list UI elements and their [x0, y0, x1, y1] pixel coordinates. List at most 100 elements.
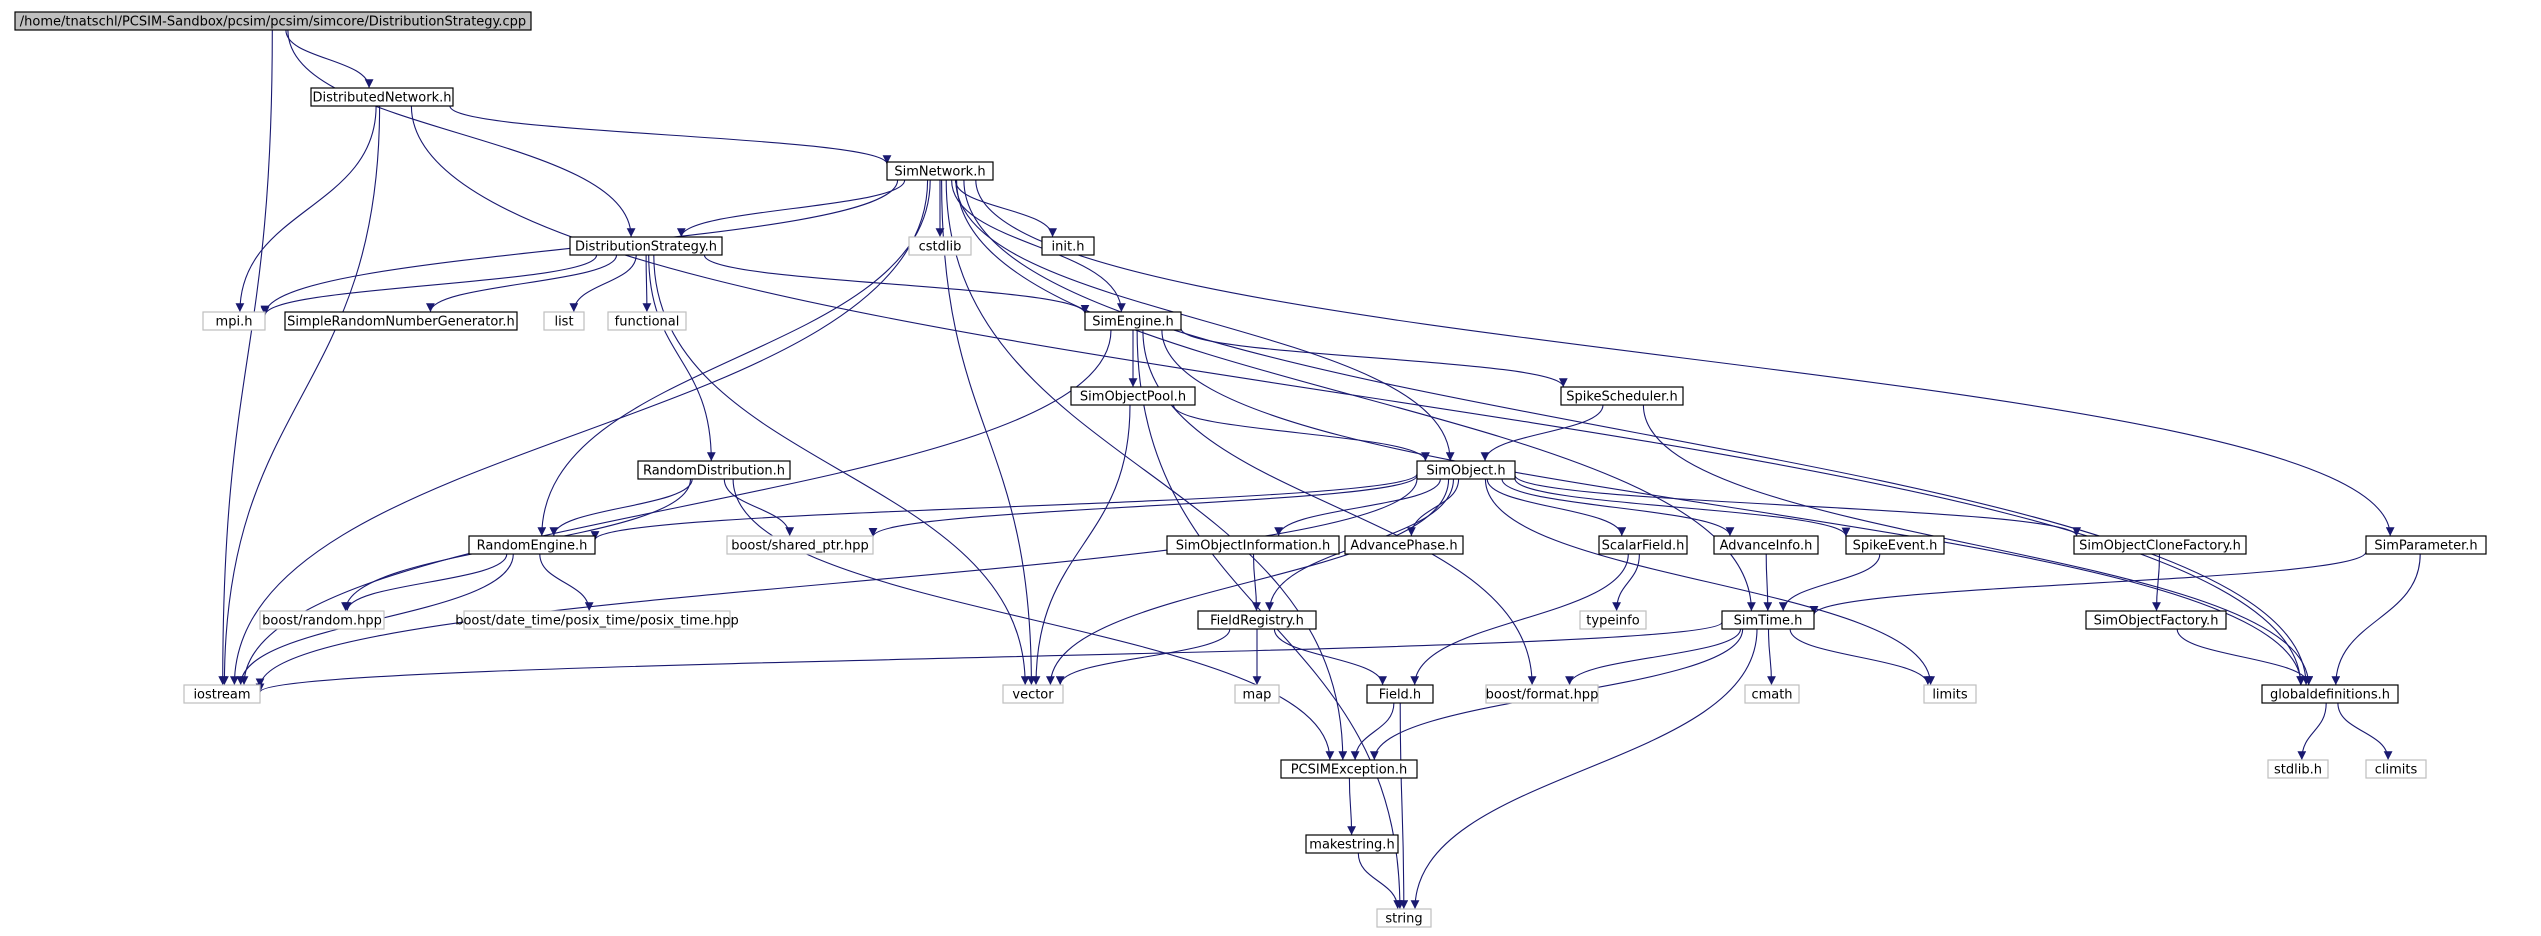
node-fieldregistry[interactable]: FieldRegistry.h [1197, 610, 1317, 630]
node-label-globaldefinitions: globaldefinitions.h [2270, 688, 2390, 703]
node-box-simtime [1721, 610, 1815, 630]
node-posixtime[interactable]: boost/date_time/posix_time/posix_time.hp… [455, 610, 739, 630]
node-stdlib[interactable]: stdlib.h [2267, 759, 2329, 779]
node-box-posixtime [463, 610, 731, 630]
node-label-simobjectfactory: SimObjectFactory.h [2094, 614, 2219, 629]
edge-spikescheduler-to-globaldefinitions [1642, 404, 2313, 686]
edge-simtime-to-boostformat [1565, 628, 1742, 686]
edge-scalarfield-to-field [1410, 553, 1629, 686]
edge-simobject-to-advancephase [1407, 478, 1460, 537]
node-field[interactable]: Field.h [1366, 684, 1434, 704]
node-box-map [1234, 684, 1280, 704]
node-label-boostformat: boost/format.hpp [1486, 688, 1599, 703]
edge-simnetwork-to-vector [941, 179, 1036, 686]
edge-simnetwork-to-randomengine [537, 179, 931, 537]
node-box-distributednetwork [310, 87, 454, 107]
node-randomdistribution[interactable]: RandomDistribution.h [637, 460, 791, 480]
edge-randomengine-to-posixtime [539, 553, 594, 612]
node-spikeevent[interactable]: SpikeEvent.h [1845, 535, 1945, 555]
node-label-fieldregistry: FieldRegistry.h [1210, 614, 1304, 629]
node-climits[interactable]: climits [2365, 759, 2427, 779]
node-box-boostrandom [259, 610, 385, 630]
node-distributionstrategy[interactable]: DistributionStrategy.h [569, 236, 723, 256]
node-map[interactable]: map [1234, 684, 1280, 704]
node-distributednetwork[interactable]: DistributedNetwork.h [310, 87, 454, 107]
node-boostrandom[interactable]: boost/random.hpp [259, 610, 385, 630]
node-label-sharedptr: boost/shared_ptr.hpp [731, 539, 869, 554]
node-label-map: map [1243, 688, 1272, 703]
edge-simparameter-to-simtime [1809, 551, 2367, 616]
node-mpi[interactable]: mpi.h [202, 311, 266, 331]
node-root[interactable]: /home/tnatschl/PCSIM-Sandbox/pcsim/pcsim… [14, 11, 532, 31]
node-simobjectinformation[interactable]: SimObjectInformation.h [1166, 535, 1340, 555]
node-functional[interactable]: functional [607, 311, 687, 331]
node-box-functional [607, 311, 687, 331]
node-label-list: list [554, 315, 573, 330]
node-simtime[interactable]: SimTime.h [1721, 610, 1815, 630]
node-sharedptr[interactable]: boost/shared_ptr.hpp [726, 535, 874, 555]
node-simobject[interactable]: SimObject.h [1416, 460, 1516, 480]
node-simobjectclonefactory[interactable]: SimObjectCloneFactory.h [2073, 535, 2247, 555]
edge-field-to-pcsimexception [1350, 702, 1395, 761]
node-vector[interactable]: vector [1002, 684, 1064, 704]
node-scalarfield[interactable]: ScalarField.h [1598, 535, 1688, 555]
edge-simobject-to-spikeevent [1514, 478, 1851, 537]
node-boostformat[interactable]: boost/format.hpp [1485, 684, 1599, 704]
node-simparameter[interactable]: SimParameter.h [2365, 535, 2487, 555]
edge-simobject-to-limits [1484, 478, 1935, 686]
node-typeinfo[interactable]: typeinfo [1579, 610, 1647, 630]
edge-advanceinfo-to-simtime [1763, 553, 1773, 612]
edge-scalarfield-to-typeinfo [1612, 553, 1640, 612]
edge-simnetwork-to-simtime [956, 179, 1756, 612]
node-cmath[interactable]: cmath [1744, 684, 1800, 704]
edge-distributednetwork-to-mpi [235, 105, 377, 313]
node-label-simobject: SimObject.h [1426, 464, 1505, 479]
node-label-simobjectpool: SimObjectPool.h [1080, 390, 1186, 405]
node-box-simengine [1084, 311, 1182, 331]
node-box-simobject [1416, 460, 1516, 480]
node-box-spikeevent [1845, 535, 1945, 555]
edge-simnetwork-to-iostream [230, 179, 929, 686]
node-label-boostrandom: boost/random.hpp [262, 614, 382, 629]
edge-distributednetwork-to-simnetwork [449, 105, 892, 165]
node-advanceinfo[interactable]: AdvanceInfo.h [1713, 535, 1819, 555]
node-list[interactable]: list [543, 311, 585, 331]
edge-simobject-to-advanceinfo [1501, 478, 1735, 537]
node-iostream[interactable]: iostream [183, 684, 261, 704]
edge-simtime-to-cmath [1767, 628, 1776, 686]
node-string[interactable]: string [1376, 908, 1432, 928]
node-makestring[interactable]: makestring.h [1305, 834, 1399, 854]
node-simobjectfactory[interactable]: SimObjectFactory.h [2085, 610, 2227, 630]
node-init[interactable]: init.h [1041, 236, 1095, 256]
node-pcsimexception[interactable]: PCSIMException.h [1280, 759, 1418, 779]
node-simobjectpool[interactable]: SimObjectPool.h [1070, 386, 1196, 406]
node-label-functional: functional [615, 315, 680, 330]
node-simnetwork[interactable]: SimNetwork.h [886, 161, 994, 181]
edge-simobjectclonefactory-to-simobjectfactory [2152, 553, 2161, 612]
node-simengine[interactable]: SimEngine.h [1084, 311, 1182, 331]
node-box-simparameter [2365, 535, 2487, 555]
node-simplerandom[interactable]: SimpleRandomNumberGenerator.h [284, 311, 518, 331]
node-box-simnetwork [886, 161, 994, 181]
node-advancephase[interactable]: AdvancePhase.h [1344, 535, 1464, 555]
node-limits[interactable]: limits [1923, 684, 1977, 704]
edge-simtime-to-string [1410, 628, 1758, 910]
node-label-distributednetwork: DistributedNetwork.h [313, 91, 452, 106]
node-spikescheduler[interactable]: SpikeScheduler.h [1560, 386, 1684, 406]
node-cstdlib[interactable]: cstdlib [908, 236, 972, 256]
node-box-distributionstrategy [569, 236, 723, 256]
node-label-simobjectclonefactory: SimObjectCloneFactory.h [2079, 539, 2241, 554]
edge-spikescheduler-to-simobject [1480, 404, 1604, 462]
node-box-init [1041, 236, 1095, 256]
node-randomengine[interactable]: RandomEngine.h [468, 535, 596, 555]
node-box-spikescheduler [1560, 386, 1684, 406]
edge-simobject-to-vector [1046, 478, 1450, 686]
node-globaldefinitions[interactable]: globaldefinitions.h [2261, 684, 2399, 704]
node-layer: /home/tnatschl/PCSIM-Sandbox/pcsim/pcsim… [14, 11, 2487, 928]
node-label-randomengine: RandomEngine.h [477, 539, 588, 554]
node-box-cmath [1744, 684, 1800, 704]
edge-distributednetwork-to-iostream [220, 105, 381, 686]
node-box-simobjectpool [1070, 386, 1196, 406]
edge-distributionstrategy-to-functional [642, 254, 652, 313]
